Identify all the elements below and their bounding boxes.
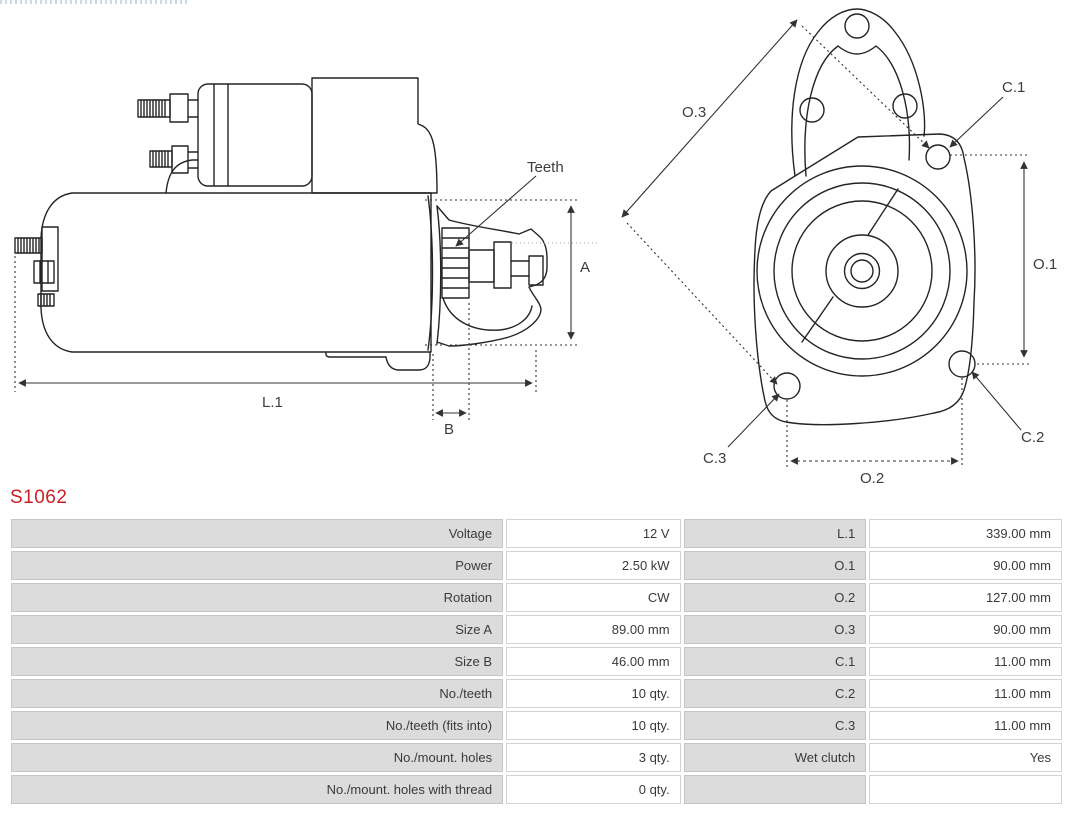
spec-value-cell: 3 qty. [506,743,681,772]
spec-row-rotation: Rotation CW O.2 127.00 mm [11,583,1062,612]
spec-row-voltage: Voltage 12 V L.1 339.00 mm [11,519,1062,548]
spec-value-cell: 127.00 mm [869,583,1062,612]
spec-label-cell [683,775,867,804]
tower-top-hole [844,13,870,39]
dimension-l1 [14,256,537,392]
tower-left-hole [799,97,825,123]
spec-value-cell: CW [506,583,681,612]
motor-body-outline [40,192,432,371]
mounting-tower [791,8,926,177]
spec-label-cell: O.3 [683,615,867,644]
spec-label-cell: No./mount. holes with thread [11,775,504,804]
spec-label-cell: Rotation [11,583,504,612]
spec-row-teeth: No./teeth 10 qty. C.2 11.00 mm [11,679,1062,708]
spec-row-mount-holes: No./mount. holes 3 qty. Wet clutch Yes [11,743,1062,772]
spec-row-mount-holes-thread: No./mount. holes with thread 0 qty. [11,775,1062,804]
spec-value-cell: 46.00 mm [506,647,681,676]
spec-label-cell: No./mount. holes [11,743,504,772]
label-a: A [580,259,590,276]
spec-row-teeth-fits: No./teeth (fits into) 10 qty. C.3 11.00 … [11,711,1062,740]
spec-value-cell: 339.00 mm [869,519,1062,548]
spec-label-cell: Voltage [11,519,504,548]
spec-row-size-b: Size B 46.00 mm C.1 11.00 mm [11,647,1062,676]
mounting-flange [753,133,976,426]
label-l1: L.1 [262,394,283,411]
front-view-diagram: O.3 C.1 O.1 C.2 C.3 O.2 [621,8,1057,487]
page-edge-artifact [0,0,190,4]
spec-value-cell: 10 qty. [506,679,681,708]
spec-label-cell: C.1 [683,647,867,676]
part-number: S1062 [10,487,68,508]
spec-label-cell: O.1 [683,551,867,580]
solenoid [137,77,438,194]
dimension-o2 [786,378,963,467]
c3-pointer-arrow [727,393,780,448]
dimension-o1 [950,154,1030,365]
side-view-diagram: Teeth A L.1 B [14,77,598,438]
spec-label-cell: Size B [11,647,504,676]
spec-value-cell: 10 qty. [506,711,681,740]
dimension-o3 [621,19,930,385]
spec-label-cell: Size A [11,615,504,644]
hole-c3 [773,372,801,400]
spec-value-cell: 11.00 mm [869,711,1062,740]
spec-value-cell: 12 V [506,519,681,548]
spec-value-cell: 0 qty. [506,775,681,804]
gear-housing-circles [756,165,968,377]
dimension-b [432,303,470,420]
specs-table: Voltage 12 V L.1 339.00 mm Power 2.50 kW… [8,516,1065,807]
label-o1: O.1 [1033,256,1057,273]
spec-label-cell: L.1 [683,519,867,548]
spec-value-cell: 11.00 mm [869,647,1062,676]
label-b: B [444,421,454,438]
spec-value-cell: 90.00 mm [869,551,1062,580]
label-o3: O.3 [682,104,706,121]
spec-value-cell: Yes [869,743,1062,772]
spec-label-cell: O.2 [683,583,867,612]
teeth-pointer-arrow [455,175,537,247]
spec-value-cell: 90.00 mm [869,615,1062,644]
spec-value-cell: 2.50 kW [506,551,681,580]
label-c3: C.3 [703,450,726,467]
spec-label-cell: No./teeth [11,679,504,708]
label-teeth: Teeth [527,159,564,176]
spec-label-cell: Power [11,551,504,580]
label-o2: O.2 [860,470,884,487]
hole-c2 [948,350,976,378]
terminal-stud-left [14,226,59,307]
c1-pointer-arrow [949,96,1004,148]
pinion-drive-housing [427,195,548,351]
spec-label-cell: No./teeth (fits into) [11,711,504,740]
hole-c1 [925,144,951,170]
c2-pointer-arrow [971,371,1022,431]
label-c1: C.1 [1002,79,1025,96]
spec-row-power: Power 2.50 kW O.1 90.00 mm [11,551,1062,580]
spec-value-cell: 89.00 mm [506,615,681,644]
spec-value-cell [869,775,1062,804]
spec-label-cell: Wet clutch [683,743,867,772]
spec-value-cell: 11.00 mm [869,679,1062,708]
dimension-a [425,199,578,346]
spec-row-size-a: Size A 89.00 mm O.3 90.00 mm [11,615,1062,644]
tower-right-hole [892,93,918,119]
label-c2: C.2 [1021,429,1044,446]
spec-label-cell: C.3 [683,711,867,740]
spec-label-cell: C.2 [683,679,867,708]
